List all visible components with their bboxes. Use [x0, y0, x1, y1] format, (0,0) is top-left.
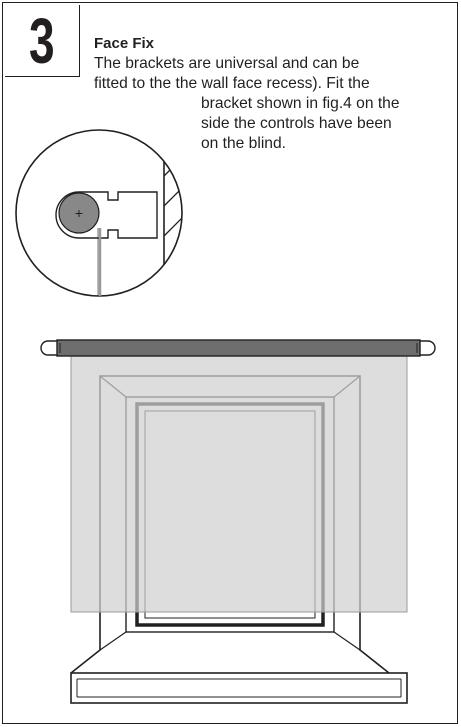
instruction-line-3: bracket shown in fig.4 on the [201, 95, 400, 112]
blind-headrail [40, 339, 436, 357]
step-number: 3 [29, 4, 55, 77]
bracket-detail-figure: + [15, 129, 183, 297]
window-sill [70, 672, 408, 704]
instruction-text-top: The brackets are universal and can be fi… [94, 54, 456, 94]
roller-center-marker: + [75, 205, 83, 221]
roller-tube [58, 192, 100, 234]
instruction-line-5: on the blind. [201, 135, 286, 152]
window-figure [40, 339, 436, 704]
instruction-line-2: fitted to the the wall face recess). Fit… [94, 75, 370, 92]
instruction-text-indented: bracket shown in fig.4 on the side the c… [201, 94, 456, 154]
instruction-line-4: side the controls have been [201, 115, 392, 132]
instruction-line-1: The brackets are universal and can be [94, 55, 360, 72]
blind-fabric [70, 355, 408, 613]
section-title: Face Fix [94, 35, 155, 52]
step-number-box: 3 [5, 5, 80, 77]
